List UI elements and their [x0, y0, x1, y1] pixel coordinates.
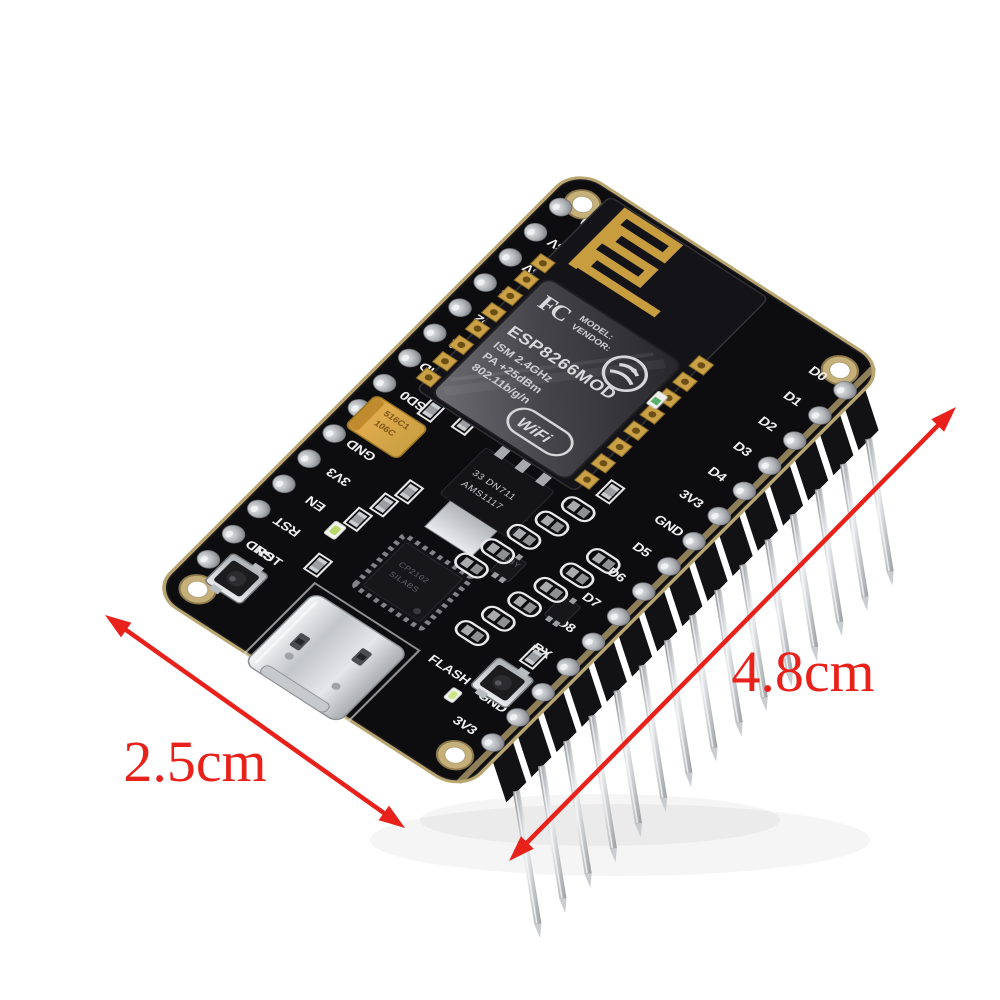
header-pin [842, 384, 895, 587]
esp8266-module: FC MODEL: VENDOR: ESP8266MOD ISM 2.4GHz … [415, 197, 767, 490]
board-shadow [370, 804, 870, 876]
pcb-antenna [568, 207, 684, 311]
tantalum-capacitor: 106C 516C1 [346, 396, 427, 458]
width-dimension-label: 2.5cm [123, 729, 266, 794]
status-led [443, 687, 463, 703]
mounting-hole [563, 189, 602, 220]
vendor-logo-icon [601, 355, 649, 393]
reset-button [205, 553, 268, 604]
flash-button [471, 657, 534, 708]
pcb-board: Vin GND RST EN 3V3 GND CLK SD0 CMD SD1 S… [162, 176, 876, 784]
module-shield: FC MODEL: VENDOR: ESP8266MOD ISM 2.4GHz … [433, 279, 680, 479]
module-pads [415, 252, 715, 490]
length-dimension-arrow [509, 407, 956, 861]
cp2102-chip: SILABS CP2102 [352, 533, 474, 631]
ams1117-regulator: AMS1117 33 DN711 [423, 445, 554, 558]
status-led [323, 520, 347, 540]
length-dimension-label: 4.8cm [731, 639, 874, 704]
micro-usb-port [242, 581, 421, 723]
mounting-hole [435, 739, 475, 771]
mounting-hole [820, 355, 860, 386]
pcb-antenna-feed [639, 301, 661, 318]
transistor [544, 595, 581, 628]
board-shadow [420, 794, 780, 846]
width-dimension-arrow [105, 615, 405, 828]
